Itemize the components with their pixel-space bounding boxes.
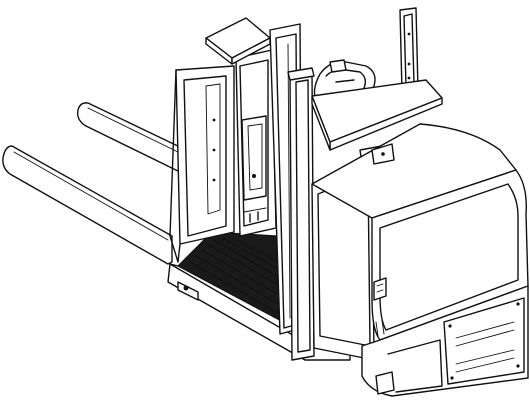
- left-mast: [169, 65, 235, 263]
- chassis-top: [311, 123, 517, 219]
- center-lift-column: [235, 49, 277, 237]
- drive-wheel: [375, 371, 395, 395]
- front-fork: [2, 145, 173, 265]
- lift-hinge: [371, 143, 395, 165]
- rear-fork: [76, 102, 183, 173]
- rear-mast: [399, 7, 419, 93]
- front-guard-post: [287, 67, 315, 361]
